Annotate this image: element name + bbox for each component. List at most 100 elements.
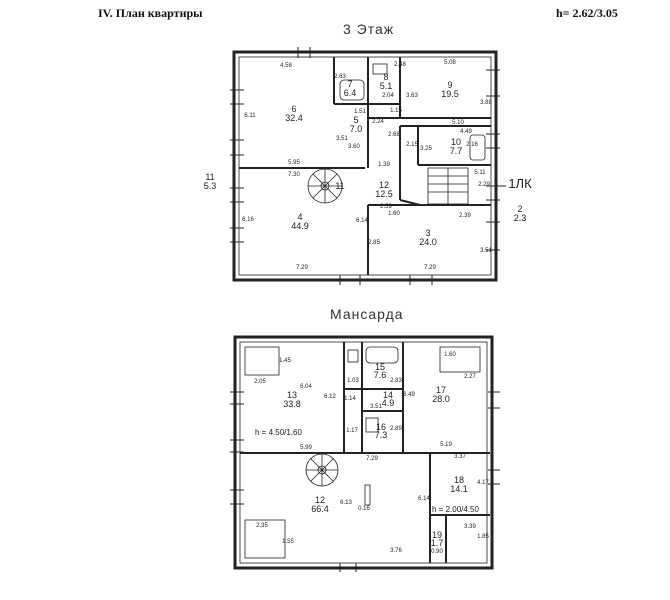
dimension-label: 2.48 bbox=[394, 62, 406, 68]
dimension-label: 2.85 bbox=[368, 240, 380, 246]
attic-plan bbox=[230, 335, 500, 572]
room-number: 14 bbox=[383, 390, 393, 400]
dimension-label: 5.08 bbox=[444, 60, 456, 66]
room-area: 66.4 bbox=[311, 504, 329, 514]
dimension-label: 7.29 bbox=[424, 265, 436, 271]
dimension-label: 2.63 bbox=[334, 74, 346, 80]
room-number: 4 bbox=[297, 212, 302, 222]
room-area: 33.8 bbox=[283, 399, 301, 409]
dimension-label: 6.12 bbox=[324, 394, 336, 400]
stair-label: 1ЛК bbox=[508, 176, 532, 191]
dimension-label: 2.27 bbox=[464, 374, 476, 380]
dimension-label: 1.39 bbox=[378, 162, 390, 168]
room-area: 24.0 bbox=[419, 237, 437, 247]
dimension-label: 2.16 bbox=[466, 142, 478, 148]
floor3-interior-walls bbox=[239, 57, 491, 275]
dimension-label: 3.51 bbox=[370, 404, 382, 410]
dimension-label: 2.29 bbox=[478, 182, 490, 188]
dimension-label: 2.15 bbox=[406, 142, 418, 148]
room-area: 7.6 bbox=[374, 370, 387, 380]
dimension-label: 1.03 bbox=[347, 378, 359, 384]
dimension-label: 6.11 bbox=[244, 113, 256, 119]
room-area: 5.3 bbox=[204, 181, 217, 191]
dimension-label: 6.13 bbox=[340, 500, 352, 506]
spiral-stair-label: 11 bbox=[335, 181, 344, 191]
dimension-label: 1.60 bbox=[444, 352, 456, 358]
toilet-icon bbox=[365, 417, 379, 433]
dimension-label: 6.16 bbox=[242, 217, 254, 223]
room-area: 2.3 bbox=[514, 213, 527, 223]
attic-windows bbox=[230, 391, 500, 572]
spiral-stair-icon bbox=[307, 168, 343, 204]
dimension-label: 2.59 bbox=[380, 204, 392, 210]
dimension-label: 5.19 bbox=[440, 442, 452, 448]
room-number: 18 bbox=[454, 475, 464, 485]
dimension-label: 3.60 bbox=[348, 144, 360, 150]
room-area: 6.4 bbox=[344, 88, 357, 98]
dimension-label: 3.76 bbox=[390, 548, 402, 554]
dimension-label: 6.49 bbox=[403, 392, 415, 398]
dimension-label: 2.04 bbox=[382, 93, 394, 99]
ceiling-height: h= 2.62/3.05 bbox=[556, 6, 618, 20]
bathtub-icon bbox=[365, 346, 399, 364]
dimension-label: 5.11 bbox=[474, 170, 486, 176]
floor3-outer-wall bbox=[232, 50, 498, 282]
attic-recess bbox=[244, 519, 286, 559]
dimension-label: 1.14 bbox=[344, 396, 356, 402]
room-area: 1.7 bbox=[431, 538, 444, 548]
attic-heights: h = 4.50/1.60 h = 2.00/4.50 bbox=[255, 428, 479, 514]
dimension-label: 5.99 bbox=[300, 445, 312, 451]
dimension-label: 3.88 bbox=[480, 100, 492, 106]
dimension-label: 5.95 bbox=[288, 160, 300, 166]
room-area: 19.5 bbox=[441, 89, 459, 99]
dimension-label: 3.51 bbox=[480, 248, 492, 254]
room-number: 8 bbox=[383, 72, 388, 82]
floor3-title: 3 Этаж bbox=[343, 21, 395, 37]
dimension-label: 6.14 bbox=[356, 218, 368, 224]
dimension-label: 1.45 bbox=[279, 358, 291, 364]
dimension-label: 2.89 bbox=[390, 426, 402, 432]
dimension-label: 7.29 bbox=[296, 265, 308, 271]
dimension-label: 2.39 bbox=[459, 213, 471, 219]
dimension-label: 6.14 bbox=[418, 496, 430, 502]
dimension-label: 1.85 bbox=[477, 534, 489, 540]
dimension-label: 5.10 bbox=[452, 120, 464, 126]
room-area: 32.4 bbox=[285, 113, 303, 123]
dimension-label: 6.04 bbox=[300, 384, 312, 390]
room-area: 7.7 bbox=[450, 146, 463, 156]
room-number: 6 bbox=[291, 104, 296, 114]
room-number: 11 bbox=[205, 172, 214, 182]
room-number: 10 bbox=[451, 137, 461, 147]
room-number: 12 bbox=[315, 495, 325, 505]
height-note: h = 2.00/4.50 bbox=[432, 505, 479, 514]
room-number: 9 bbox=[447, 80, 452, 90]
room-number: 19 bbox=[432, 530, 442, 540]
room-area: 14.1 bbox=[450, 484, 468, 494]
room-number: 2 bbox=[517, 204, 522, 214]
dimension-label: 7.30 bbox=[288, 172, 300, 178]
sink-icon bbox=[347, 349, 359, 363]
attic-labels: 13 33.8 15 7.6 14 4.9 16 7.3 17 28.0 12 … bbox=[283, 362, 468, 548]
room-number: 3 bbox=[425, 228, 430, 238]
dimension-label: 1.17 bbox=[346, 428, 358, 434]
attic-interior-walls bbox=[240, 342, 490, 563]
dimension-label: 2.05 bbox=[254, 379, 266, 385]
room-area: 12.5 bbox=[375, 189, 393, 199]
height-note: h = 4.50/1.60 bbox=[255, 428, 302, 437]
dimension-label: 3.37 bbox=[454, 454, 466, 460]
dimension-label: 3.25 bbox=[420, 146, 432, 152]
room-number: 7 bbox=[347, 79, 352, 89]
dimension-label: 2.68 bbox=[388, 132, 400, 138]
dimension-label: 3.51 bbox=[336, 136, 348, 142]
dimension-label: 3.39 bbox=[464, 524, 476, 530]
room-number: 5 bbox=[353, 115, 358, 125]
attic-recess bbox=[244, 346, 280, 376]
dimension-label: 4.17 bbox=[477, 480, 489, 486]
dimension-label: 7.29 bbox=[366, 456, 378, 462]
bathtub-icon bbox=[339, 79, 365, 101]
dimension-label: 1.15 bbox=[390, 108, 402, 114]
room-area: 7.3 bbox=[375, 430, 388, 440]
staircase-icon bbox=[427, 167, 469, 205]
attic-recess bbox=[439, 346, 481, 373]
